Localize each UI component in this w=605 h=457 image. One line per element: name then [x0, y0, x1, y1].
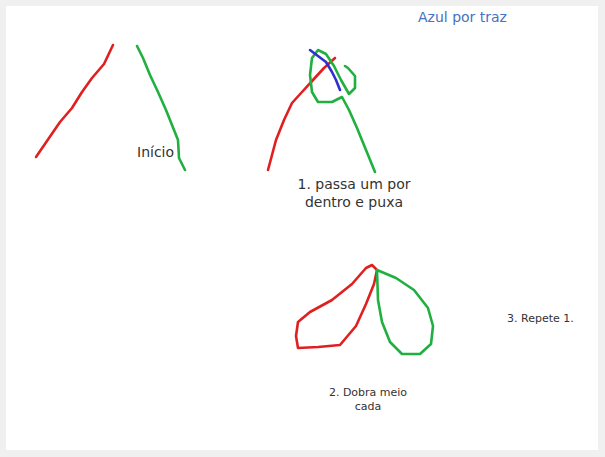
red-cord [36, 45, 113, 157]
red-loop [296, 265, 377, 348]
green-cord [310, 50, 375, 172]
color-note: Azul por traz [418, 8, 538, 26]
red-cord [268, 58, 335, 170]
step-instruction: 1. passa um por dentro e puxa [296, 175, 412, 211]
blue-cord [310, 50, 340, 90]
page-panel [6, 6, 598, 450]
step-instruction: 3. Repete 1. [507, 312, 587, 326]
step-label: Início [137, 143, 197, 161]
step-instruction: 2. Dobra meio cada [328, 386, 408, 415]
green-loop [377, 270, 433, 354]
